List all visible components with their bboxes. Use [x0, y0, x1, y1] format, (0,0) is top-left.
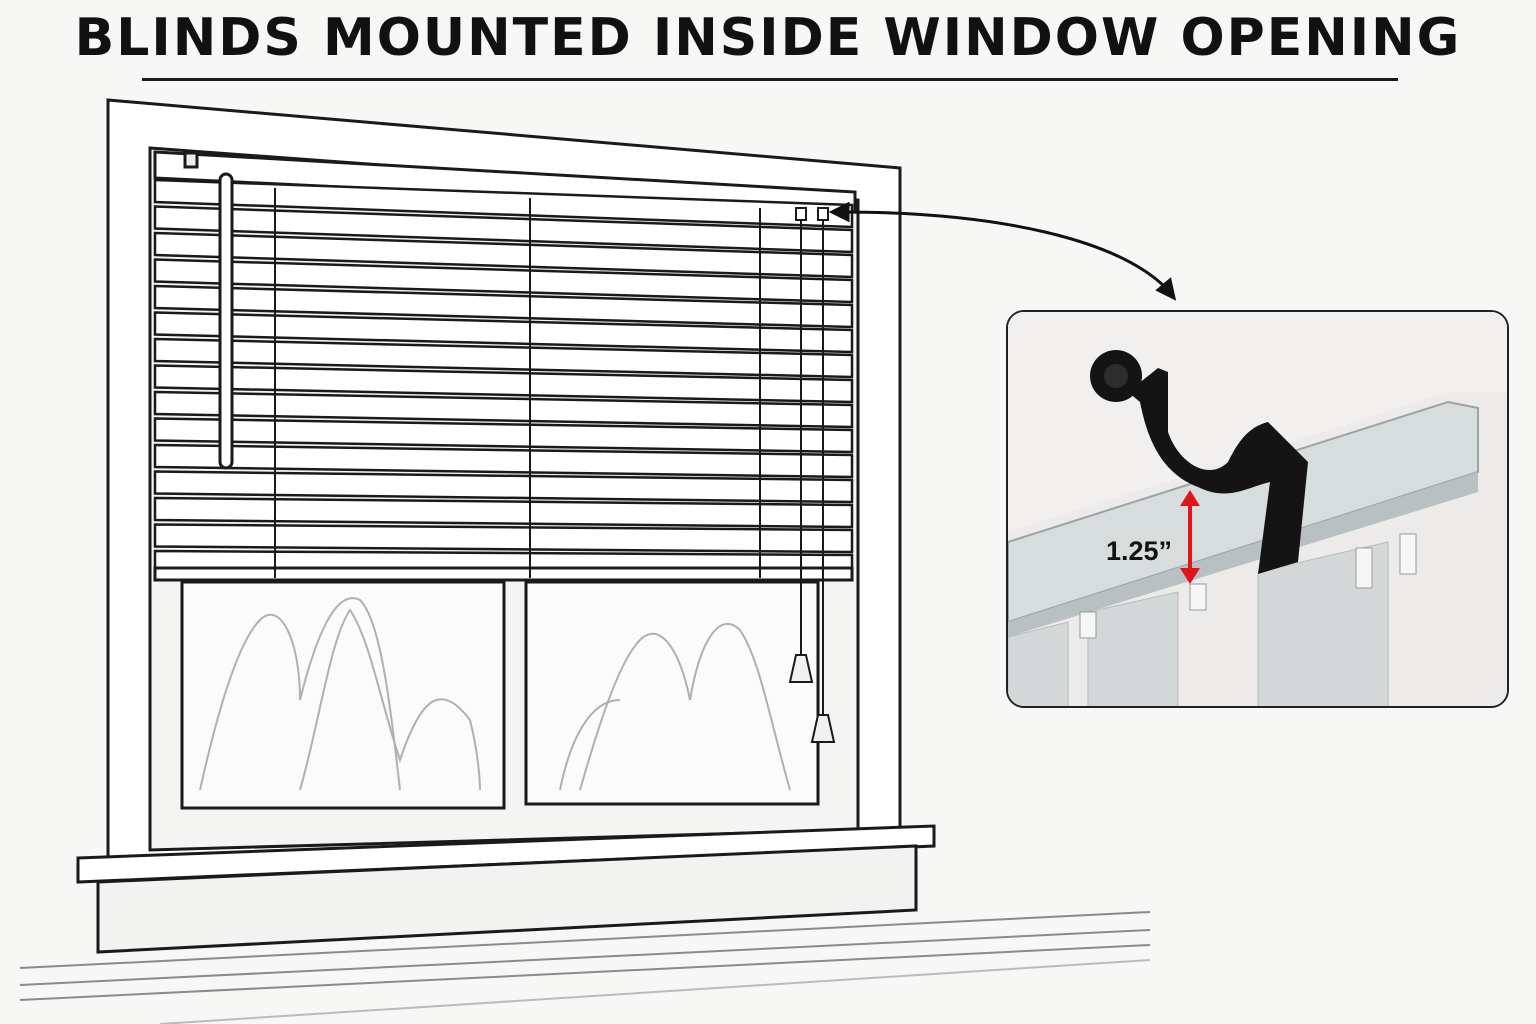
- blind-slat: [153, 496, 854, 529]
- blind-slat: [153, 205, 854, 254]
- blind-slat: [153, 443, 854, 479]
- bracket-detail-drawing: [1008, 312, 1507, 706]
- blind-slat: [153, 311, 854, 354]
- measurement-label: 1.25”: [1106, 536, 1173, 566]
- window-glass: [180, 580, 820, 810]
- blind-slat: [153, 390, 854, 429]
- blind-slat: [153, 523, 854, 554]
- blind-slat: [153, 231, 854, 279]
- ladder-strings: [274, 188, 761, 578]
- callout-arrow: [828, 201, 1177, 301]
- vane-carriers: [1079, 533, 1417, 639]
- tilt-wand: [218, 172, 234, 470]
- headrail-rail: [1008, 400, 1479, 637]
- bracket-detail-photo: 1.25”: [1006, 310, 1509, 708]
- measurement-arrow: [1180, 490, 1200, 584]
- blind-slat: [153, 337, 854, 379]
- bottom-rail: [153, 566, 854, 582]
- title-underline: [142, 78, 1398, 81]
- lift-cord: [788, 207, 836, 743]
- blind-slat: [153, 258, 854, 304]
- floor: [19, 911, 1151, 1024]
- blind-slat: [153, 417, 854, 454]
- window-sill: [76, 824, 936, 954]
- blind-slat: [153, 364, 854, 404]
- blind-slats: [153, 178, 854, 582]
- shrub-sketch: [199, 597, 791, 791]
- blind-slat: [153, 178, 854, 229]
- page-title: BLINDS MOUNTED INSIDE WINDOW OPENING: [74, 8, 1462, 68]
- mounting-bracket: [1090, 350, 1308, 574]
- blind-slat: [153, 470, 854, 504]
- blind-slat: [153, 284, 854, 329]
